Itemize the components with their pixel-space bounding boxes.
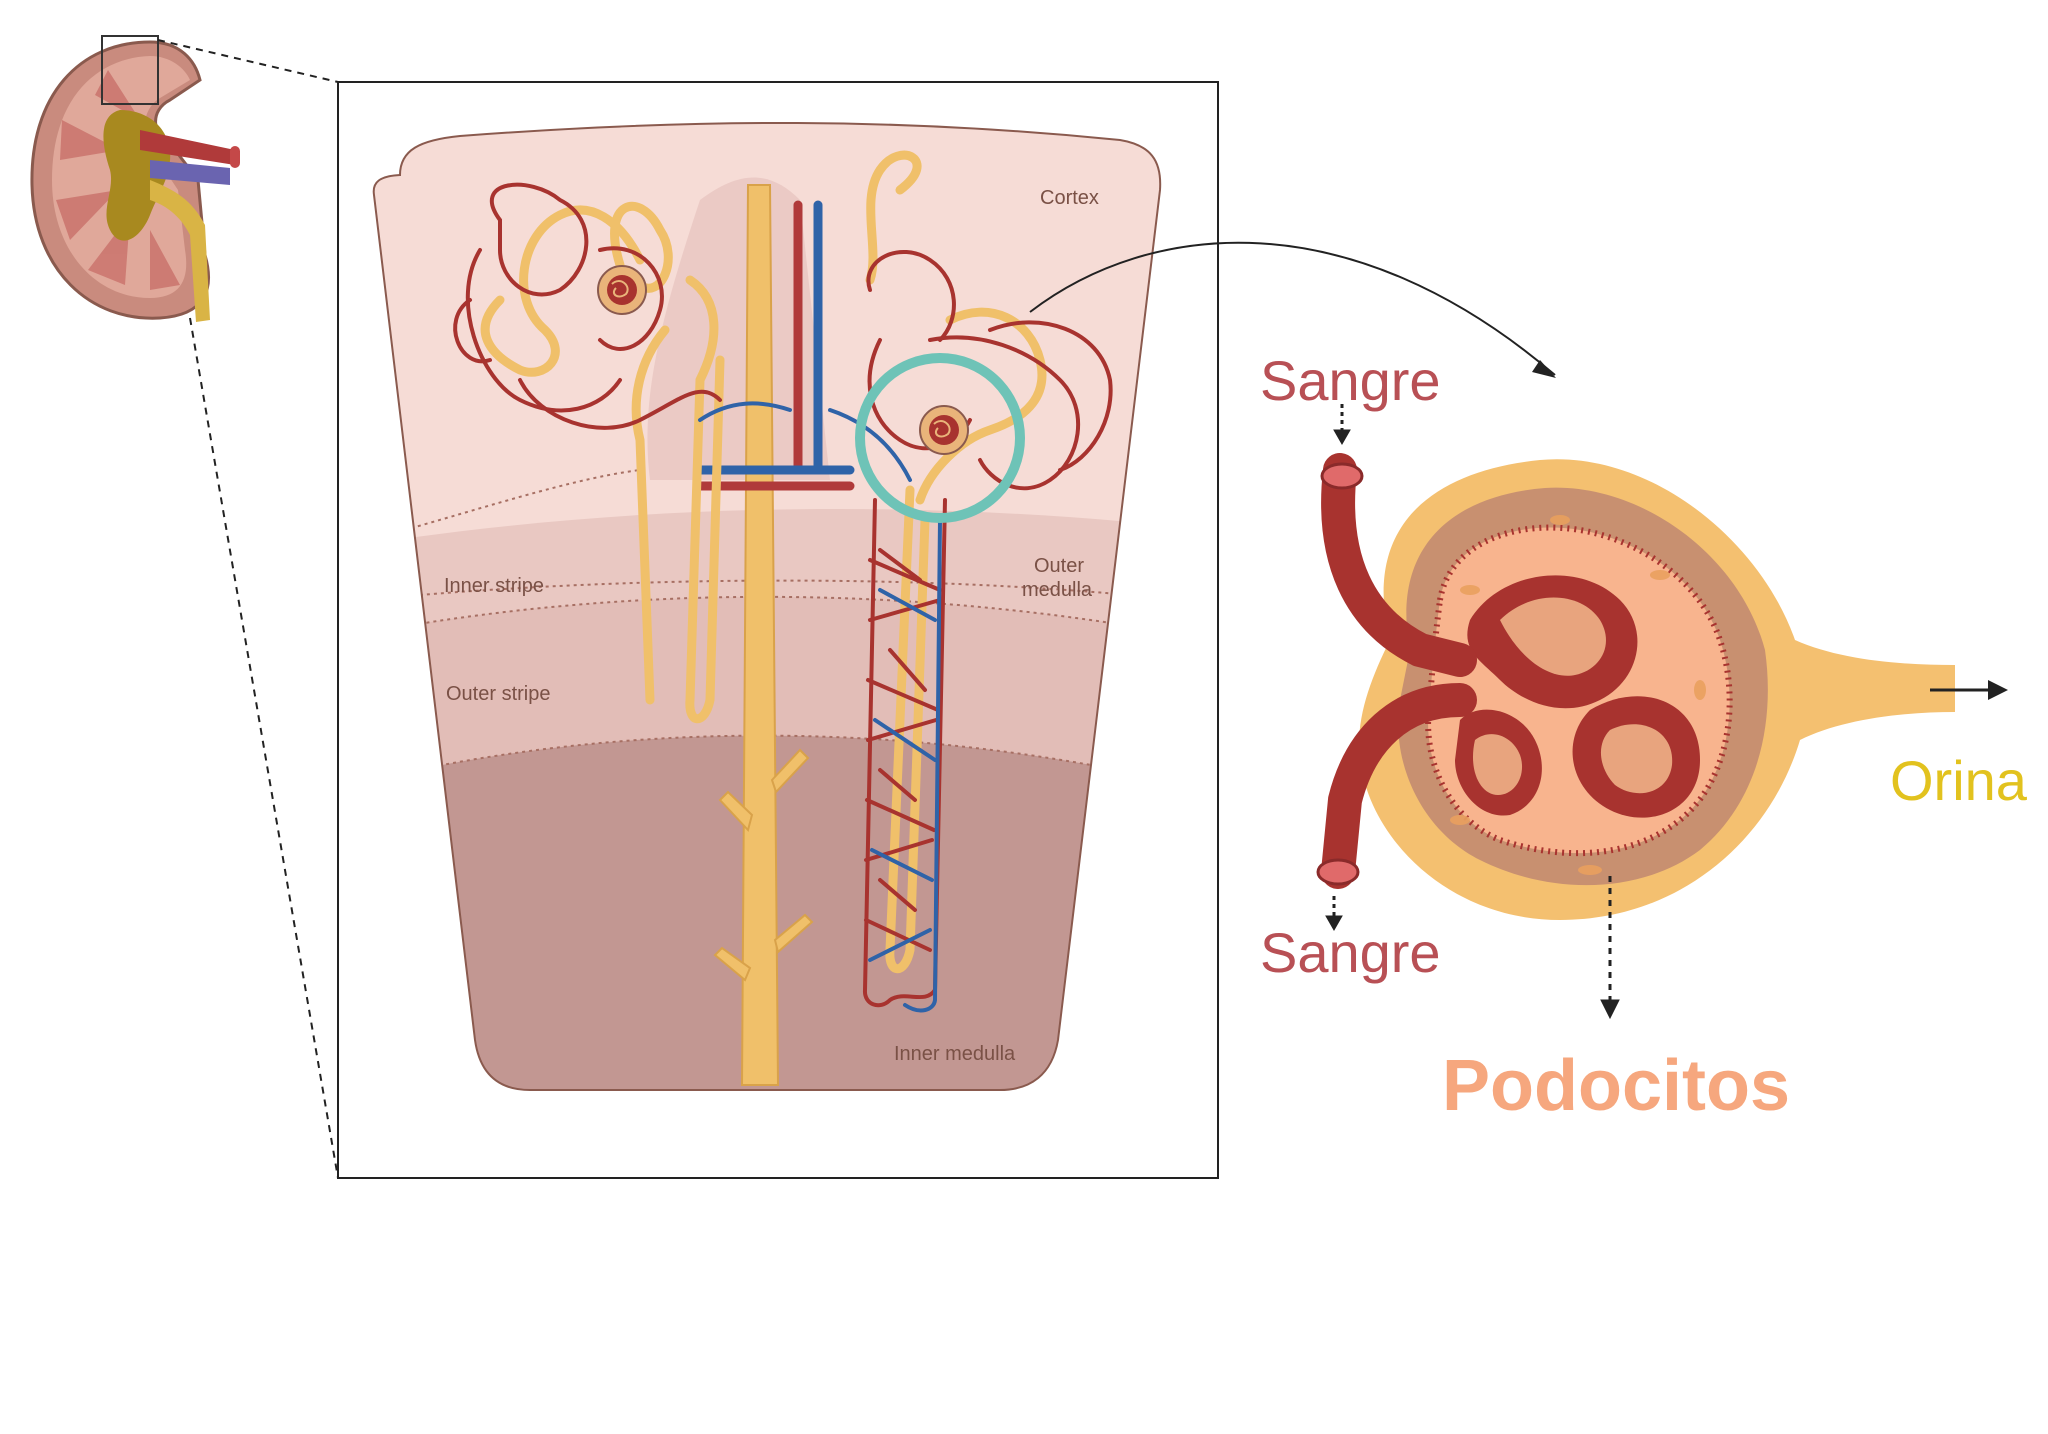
cortical-vessels [695,200,855,491]
glomerulus-small-1 [597,265,647,315]
label-cortex: Cortex [1040,187,1099,209]
label-inner-medulla: Inner medulla [894,1043,1016,1065]
glomerulus-highlight-circle [855,353,1025,523]
label-podocytes: Podocitos [1442,1046,1790,1126]
vasa-recta-blue [698,401,942,1013]
label-urine: Orina [1890,749,2028,812]
label-blood-in: Sangre [1260,349,1441,412]
connector-arrowhead [1532,360,1556,378]
label-inner-stripe: Inner stripe [444,575,544,597]
label-outer-medulla-1: Outer [1034,555,1084,577]
zoom-line-top [157,39,339,83]
flow-arrows [1325,404,1620,1020]
label-outer-medulla-2: medulla [1022,579,1093,601]
collecting-duct [713,184,814,1086]
connector-arrow [1029,241,1556,376]
label-outer-stripe: Outer stripe [446,683,550,705]
zoom-line-bottom [189,317,339,1179]
kidney-icon [30,35,240,322]
glomerulus-small-2 [919,405,969,455]
glomerulus-icon [1316,453,2008,920]
label-blood-out: Sangre [1260,921,1441,984]
